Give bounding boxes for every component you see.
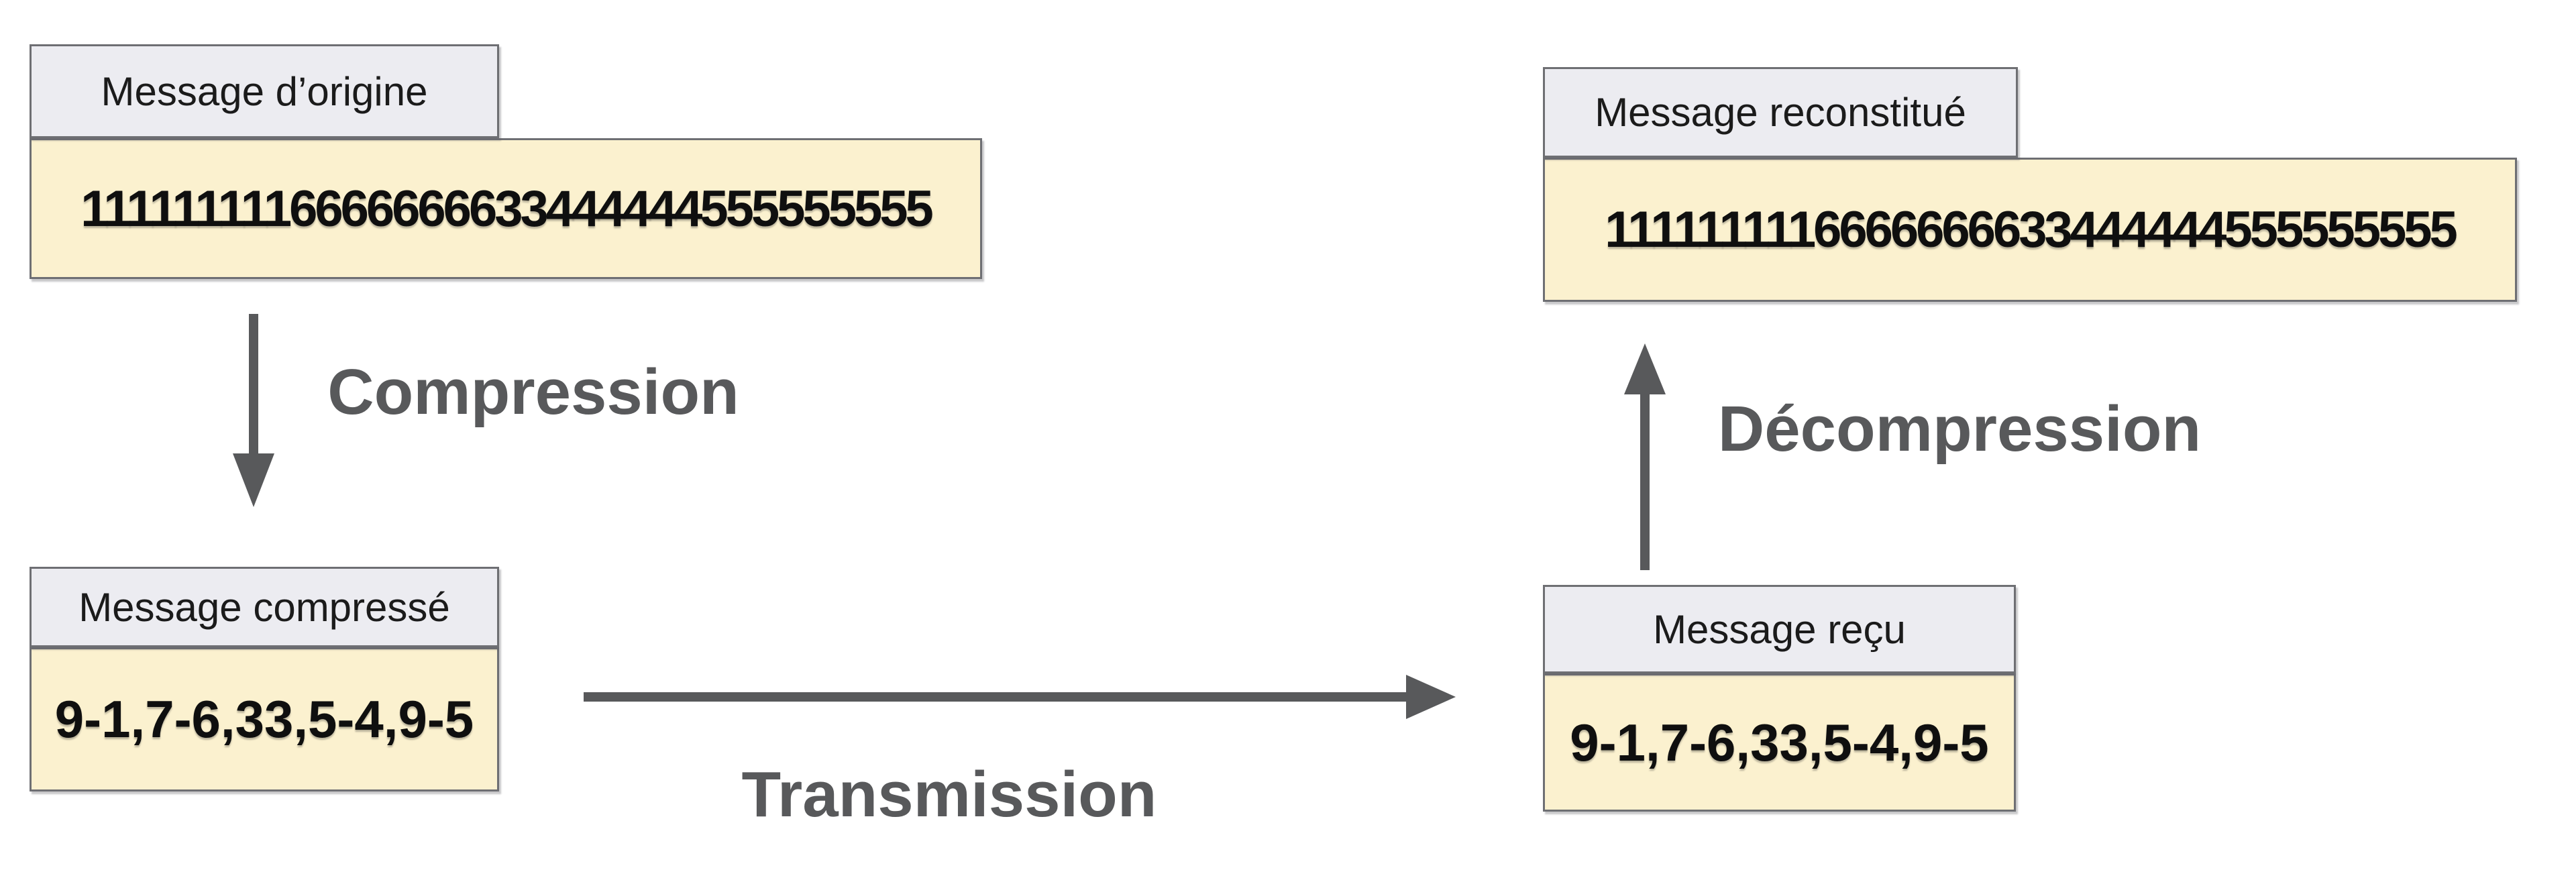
decompression-arrow-shaft	[1640, 392, 1650, 570]
reconstructed-value: 1111111116666666633444444555555555	[1605, 201, 2458, 258]
compressed-value: 9-1,7-6,33,5-4,9-5	[54, 690, 474, 749]
transmission-arrow-head-icon	[1406, 675, 1456, 719]
origin-label-box: Message d’origine	[30, 44, 499, 138]
compression-arrow-label: Compression	[327, 356, 739, 428]
compressed-label: Message compressé	[78, 584, 450, 630]
reconstructed-value-box: 1111111116666666633444444555555555	[1543, 158, 2517, 302]
received-value: 9-1,7-6,33,5-4,9-5	[1570, 712, 1989, 772]
transmission-arrow-label: Transmission	[741, 759, 1157, 830]
origin-value: 1111111116666666633444444555555555	[80, 180, 934, 237]
origin-label: Message d’origine	[101, 68, 428, 114]
transmission-arrow-shaft	[584, 692, 1407, 702]
received-label: Message reçu	[1653, 606, 1906, 652]
received-value-box: 9-1,7-6,33,5-4,9-5	[1543, 673, 2016, 812]
decompression-arrow-head-icon	[1624, 343, 1666, 394]
compressed-label-box: Message compressé	[30, 567, 499, 647]
compressed-value-box: 9-1,7-6,33,5-4,9-5	[30, 647, 499, 791]
decompression-arrow-label: Décompression	[1717, 393, 2202, 465]
compression-arrow-head-icon	[233, 453, 274, 507]
received-label-box: Message reçu	[1543, 585, 2016, 673]
compression-arrow-shaft	[249, 314, 258, 456]
origin-value-box: 1111111116666666633444444555555555	[30, 138, 982, 279]
reconstructed-label-box: Message reconstitué	[1543, 67, 2018, 158]
reconstructed-label: Message reconstitué	[1595, 90, 1966, 135]
